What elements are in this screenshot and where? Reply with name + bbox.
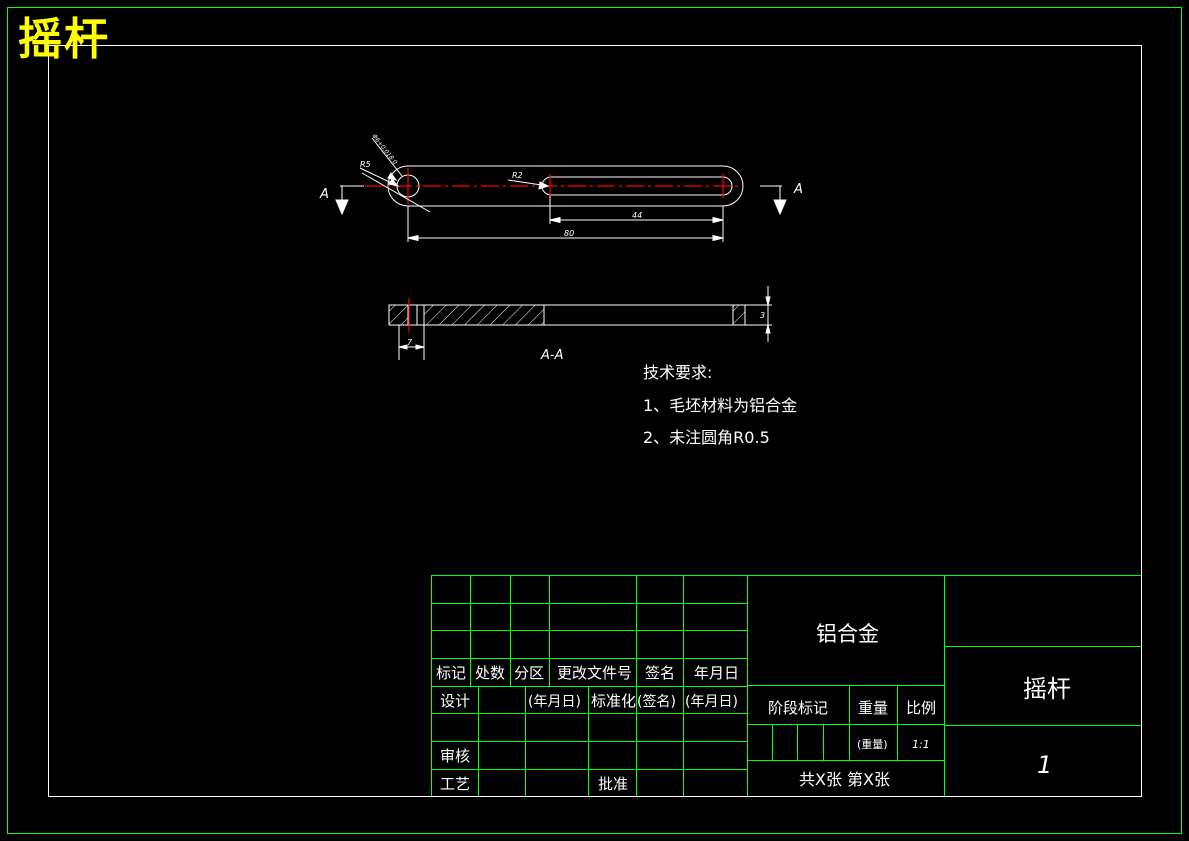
tb-header-signature: 签名 [645,664,675,682]
section-marker-right: A [793,182,803,197]
tb-review: 审核 [440,747,470,765]
tb-design: 设计 [440,692,470,710]
tb-scale-label: 比例 [906,699,936,717]
dim-thickness: 3 [760,311,765,320]
drawing-title: 摇杆 [18,14,110,65]
dim-offset: 7 [407,338,413,347]
dim-radius-slot: R2 [512,171,523,180]
tb-sheet-info: 共X张 第X张 [799,770,890,789]
tb-header-count: 处数 [475,664,505,682]
outer-border [7,7,1182,834]
tb-header-change-doc: 更改文件号 [557,664,632,682]
section-view [388,304,746,326]
tb-stage-mark: 阶段标记 [768,699,828,717]
dim-overall-length: 80 [564,229,574,238]
tb-part-name: 摇杆 [1023,675,1071,703]
top-view-dimensions [359,137,724,242]
dim-hole-tolerance: Φ6+0.018 0 [370,133,398,166]
dim-radius-end: R5 [360,160,371,169]
tb-date-paren-2: (年月日) [685,694,738,710]
tb-weight: 重量 [858,699,888,717]
tb-weight-value: (重量) [857,737,888,751]
inner-frame [48,45,1142,797]
dim-slot-length: 44 [632,211,642,220]
tb-header-zone: 分区 [514,664,544,682]
tb-standardize: 标准化 [591,692,636,710]
tb-approve: 批准 [598,775,628,793]
tb-sign-paren: (签名) [637,693,676,710]
tech-req-heading: 技术要求: [643,363,712,382]
centerlines [365,168,738,204]
tech-req-item-2: 2、未注圆角R0.5 [643,428,770,447]
tb-process: 工艺 [440,775,470,793]
section-view-label: A-A [540,348,563,363]
tb-scale-value: 1:1 [912,738,930,751]
section-dimensions [398,286,772,360]
tb-material: 铝合金 [816,622,879,646]
tb-header-date: 年月日 [694,664,739,682]
tb-header-mark: 标记 [436,664,466,682]
title-block-grid [431,575,1141,796]
tb-drawing-number: 1 [1037,751,1052,779]
tech-req-item-1: 1、毛坯材料为铝合金 [643,396,797,415]
section-marker-left: A [319,187,329,202]
section-cut-markers [335,185,787,216]
tb-date-paren: (年月日) [528,694,581,710]
title-block-text: 标记 处数 分区 更改文件号 签名 年月日 设计 (年月日) 标准化 (签名) … [436,622,1071,793]
